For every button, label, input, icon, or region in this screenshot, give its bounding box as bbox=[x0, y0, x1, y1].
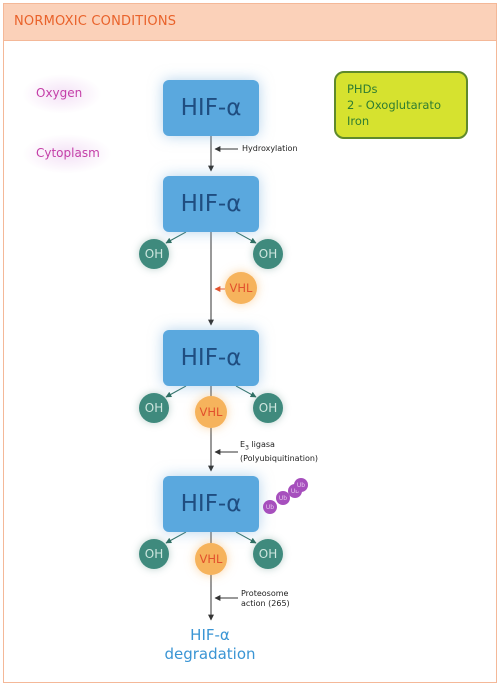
oh-label: OH bbox=[258, 247, 278, 261]
oxygen-label: Oxygen bbox=[36, 86, 83, 100]
oh-circle-2r: OH bbox=[253, 393, 283, 423]
hif-box-2: HIF-α bbox=[163, 176, 259, 232]
ub-circle-4: Ub bbox=[294, 478, 308, 492]
proteosome-label: Proteosome action (265) bbox=[241, 589, 290, 609]
oh-arrow-1l bbox=[165, 231, 187, 244]
cofactor-box: PHDs 2 - Oxoglutarato Iron bbox=[334, 71, 468, 139]
oh-arrow-3l bbox=[165, 531, 187, 544]
cytoplasm-label: Cytoplasm bbox=[36, 146, 100, 160]
header-bar: NORMOXIC CONDITIONS bbox=[3, 3, 497, 41]
ub-circle-1: Ub bbox=[263, 500, 277, 514]
ub-circle-2: Ub bbox=[276, 491, 290, 505]
hydroxylation-label: Hydroxylation bbox=[242, 144, 298, 153]
hif-box-3: HIF-α bbox=[163, 330, 259, 386]
final-hif: HIF-α bbox=[190, 626, 230, 644]
e3-ligasa-label: E3 ligasa (Polyubiquitination) bbox=[240, 440, 318, 464]
polyubiquitination-label: (Polyubiquitination) bbox=[240, 453, 319, 463]
ub-label: Ub bbox=[265, 503, 275, 511]
hif-label-3: HIF-α bbox=[180, 345, 242, 371]
vhl-circle-3: VHL bbox=[195, 543, 227, 575]
proteosome-line1: Proteosome bbox=[241, 589, 289, 598]
hif-label-2: HIF-α bbox=[180, 191, 242, 217]
ub-label: Ub bbox=[278, 494, 288, 502]
vhl-circle-1: VHL bbox=[225, 272, 257, 304]
oh-arrow-1r bbox=[235, 231, 257, 244]
cofactor-oxoglutarato: 2 - Oxoglutarato bbox=[347, 98, 441, 112]
oh-label: OH bbox=[144, 547, 164, 561]
hif-label-4: HIF-α bbox=[180, 491, 242, 517]
oh-circle-1l: OH bbox=[139, 239, 169, 269]
vhl-label: VHL bbox=[199, 405, 223, 419]
hif-label-1: HIF-α bbox=[180, 95, 242, 121]
cofactor-phds: PHDs bbox=[347, 82, 378, 96]
ub-label: Ub bbox=[296, 481, 306, 489]
vhl-label: VHL bbox=[199, 552, 223, 566]
e3-prefix: E bbox=[240, 440, 246, 449]
oh-label: OH bbox=[144, 247, 164, 261]
header-title: NORMOXIC CONDITIONS bbox=[14, 14, 177, 29]
vhl-circle-2: VHL bbox=[195, 396, 227, 428]
oh-circle-3l: OH bbox=[139, 539, 169, 569]
oh-circle-3r: OH bbox=[253, 539, 283, 569]
final-degradation: HIF-α degradation bbox=[140, 626, 280, 664]
hif-box-4: HIF-α bbox=[163, 476, 259, 532]
oh-circle-1r: OH bbox=[253, 239, 283, 269]
oh-circle-2l: OH bbox=[139, 393, 169, 423]
e3-sub: 3 bbox=[245, 444, 249, 452]
oh-label: OH bbox=[258, 547, 278, 561]
oh-arrow-3r bbox=[235, 531, 257, 544]
proteosome-line2: action (265) bbox=[241, 599, 290, 608]
oh-arrow-2l bbox=[165, 385, 187, 398]
final-degradation-word: degradation bbox=[164, 645, 256, 663]
vhl-label: VHL bbox=[229, 281, 253, 295]
oh-label: OH bbox=[258, 401, 278, 415]
cofactor-iron: Iron bbox=[347, 114, 370, 128]
oxygen-glow bbox=[22, 74, 102, 114]
cytoplasm-glow bbox=[22, 134, 112, 174]
oh-label: OH bbox=[144, 401, 164, 415]
e3-suffix: ligasa bbox=[248, 440, 275, 449]
hif-box-1: HIF-α bbox=[163, 80, 259, 136]
oh-arrow-2r bbox=[235, 385, 257, 398]
ub-label: Ub bbox=[290, 487, 300, 495]
